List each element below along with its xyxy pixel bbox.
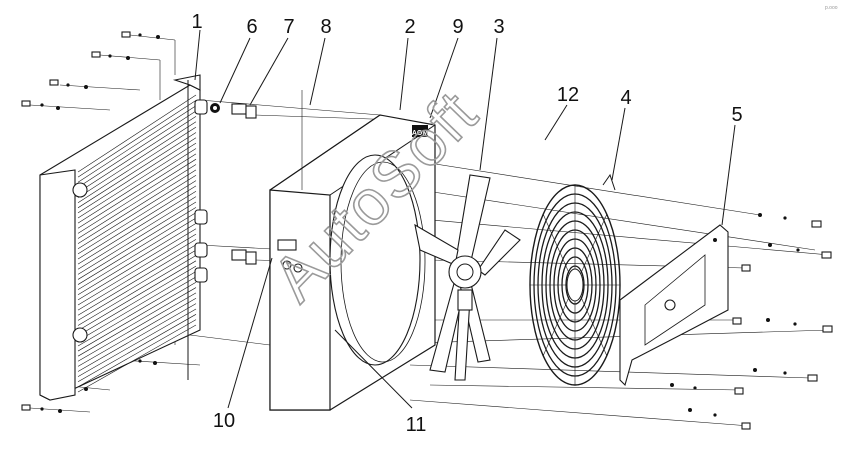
radiator-fin — [77, 142, 197, 219]
radiator-fin — [77, 158, 197, 234]
radiator-fin — [77, 287, 197, 357]
radiator-fin — [77, 132, 197, 209]
radiator-fin — [77, 297, 197, 367]
radiator-fin — [77, 271, 197, 342]
fan-shroud: AOM — [269, 90, 436, 411]
bolt — [758, 213, 822, 228]
guard-spoke — [580, 214, 608, 274]
callout-2: 2 — [404, 16, 415, 38]
bolt — [753, 368, 818, 382]
bolt — [49, 79, 88, 89]
bolt — [766, 318, 833, 333]
radiator-fin — [77, 212, 197, 285]
right-bolts — [670, 213, 833, 430]
callout-1: 1 — [191, 11, 202, 33]
radiator-fin — [77, 223, 197, 296]
bolt — [91, 51, 130, 60]
callout-numbers: 1 6 7 8 2 9 3 12 4 5 10 11 — [191, 11, 742, 436]
guard-spoke — [580, 296, 608, 356]
radiator-fin — [77, 191, 197, 265]
radiator-fin — [77, 164, 197, 239]
radiator-fin — [77, 110, 197, 188]
radiator-fin — [77, 303, 197, 372]
callout-12: 12 — [557, 84, 579, 106]
callout-6: 6 — [246, 16, 257, 38]
callout-4: 4 — [620, 87, 631, 109]
radiator-fin — [77, 244, 197, 316]
callout-8: 8 — [320, 16, 331, 38]
radiator-fin — [77, 126, 197, 203]
radiator-fin — [77, 314, 197, 383]
washer — [210, 103, 220, 113]
shroud-logo: AOM — [412, 130, 429, 137]
radiator-fin — [77, 174, 197, 249]
radiator-fin — [77, 207, 197, 280]
radiator-fin — [77, 233, 197, 306]
radiator-fin — [77, 105, 197, 183]
callout-7: 7 — [283, 16, 294, 38]
radiator-fin — [77, 196, 197, 270]
fan-assembly — [414, 174, 521, 381]
radiator-fin — [77, 281, 197, 352]
radiator-fin — [77, 148, 197, 224]
radiator-fin — [77, 100, 197, 178]
radiator-fin — [77, 239, 197, 311]
radiator-fin — [77, 94, 197, 173]
corner-mark: p.ooo — [825, 5, 838, 11]
radiator-fin — [77, 228, 197, 301]
radiator-fin — [77, 308, 197, 377]
radiator-fin — [77, 324, 197, 393]
callout-5: 5 — [731, 104, 742, 126]
radiator-fin — [77, 276, 197, 347]
radiator-fin — [77, 319, 197, 388]
bolt — [121, 31, 160, 39]
callout-9: 9 — [452, 16, 463, 38]
callout-10: 10 — [213, 410, 235, 432]
bolt — [732, 317, 742, 325]
bolt — [21, 100, 60, 110]
bolt — [688, 408, 751, 430]
radiator-fin — [77, 153, 197, 229]
radiator-fin — [77, 116, 197, 193]
bolt — [670, 383, 744, 395]
guard-spoke — [542, 214, 570, 274]
temperature-sensor — [231, 103, 257, 265]
radiator-fin — [77, 249, 197, 321]
radiator-fin — [77, 217, 197, 290]
bolt — [768, 243, 832, 259]
bolt — [21, 404, 62, 413]
radiator-fin — [77, 260, 197, 331]
callout-leaders — [194, 29, 736, 409]
guard-spoke — [542, 296, 570, 356]
callout-3: 3 — [493, 16, 504, 38]
radiator-fin — [77, 265, 197, 336]
radiator-fin — [77, 255, 197, 326]
callout-11: 11 — [406, 414, 427, 436]
radiator-fin — [77, 201, 197, 275]
radiator-fin — [77, 185, 197, 260]
radiator-fin — [77, 169, 197, 244]
bolt — [741, 264, 751, 272]
mounting-bracket — [619, 224, 729, 387]
radiator-fin — [77, 180, 197, 255]
radiator-fin — [77, 292, 197, 362]
radiator-fin — [77, 137, 197, 214]
radiator-core — [39, 74, 208, 401]
radiator-fin — [77, 121, 197, 198]
fan-guard — [529, 173, 621, 386]
